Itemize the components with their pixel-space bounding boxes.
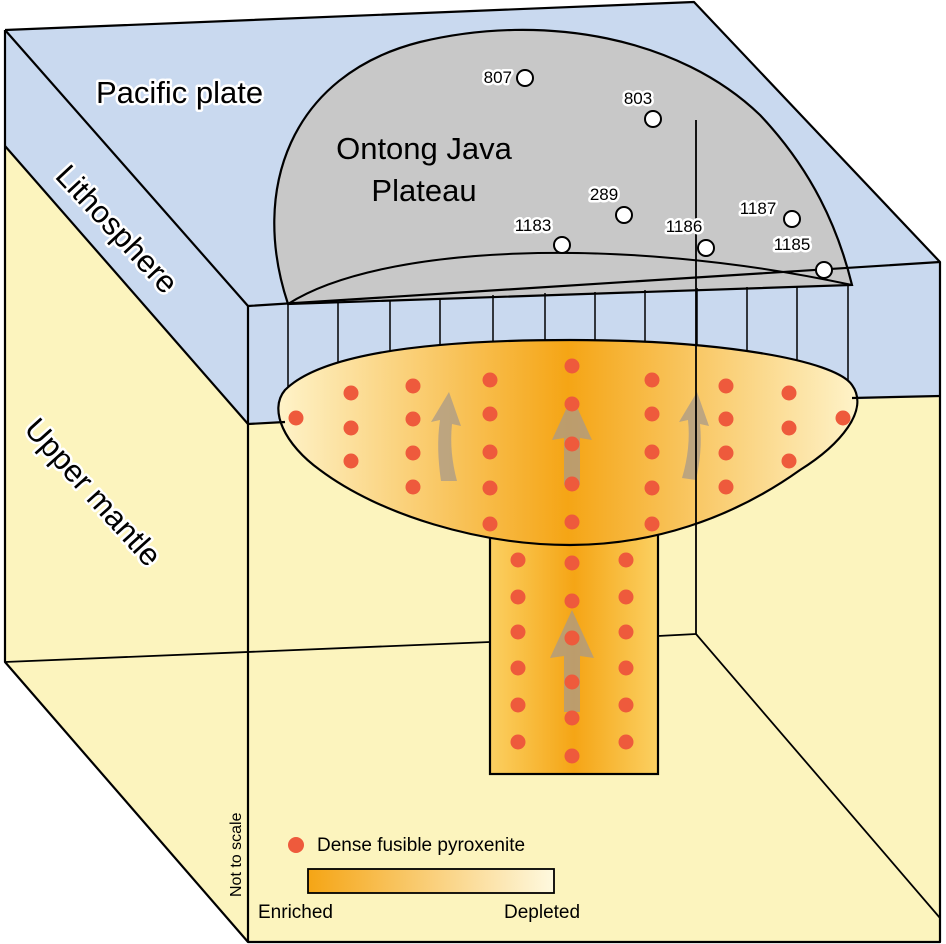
plateau-label-line1: Ontong Java [336,131,513,166]
drill-site-labels: 807 803 289 1183 1186 1187 1185 [481,66,813,257]
site-803-marker [644,110,662,128]
drill-site-markers [516,69,833,279]
site-1186-marker [697,239,715,257]
flow-arrow-left [431,392,461,481]
ontong-java-plateau [273,28,854,306]
flow-arrow-stem [550,610,594,712]
site-1183-marker [553,236,571,254]
site-803-label: 803 [624,89,652,108]
site-807-label: 807 [484,68,512,87]
legend-depleted-label: Depleted [504,902,580,923]
site-1187-marker [783,210,801,228]
site-1186-label: 1186 [666,217,703,236]
box-outline [3,0,942,944]
pacific-plate-label: Pacific plate [96,75,263,110]
legend-pyroxenite-dot [288,837,304,853]
not-to-scale-label: Not to scale [228,812,245,897]
lithosphere-left-face [5,30,248,424]
plateau-base-line [287,251,853,305]
site-289-label: 289 [590,185,618,204]
site-289-marker [615,206,633,224]
site-1185-label: 1185 [774,235,811,254]
site-1187-label: 1187 [740,199,777,218]
site-807-marker [516,69,534,87]
site-1185-marker [815,261,833,279]
plateau-label-line2: Plateau [371,173,476,208]
legend-pyroxenite-label: Dense fusible pyroxenite [317,835,525,856]
legend-enriched-label: Enriched [258,902,333,923]
legend-gradient-bar [307,868,555,894]
site-1183-label: 1183 [515,216,552,235]
legend: Dense fusible pyroxenite Enriched Deplet… [258,835,580,923]
flow-arrow-right [679,392,709,480]
pyroxenite-dots [288,358,851,764]
